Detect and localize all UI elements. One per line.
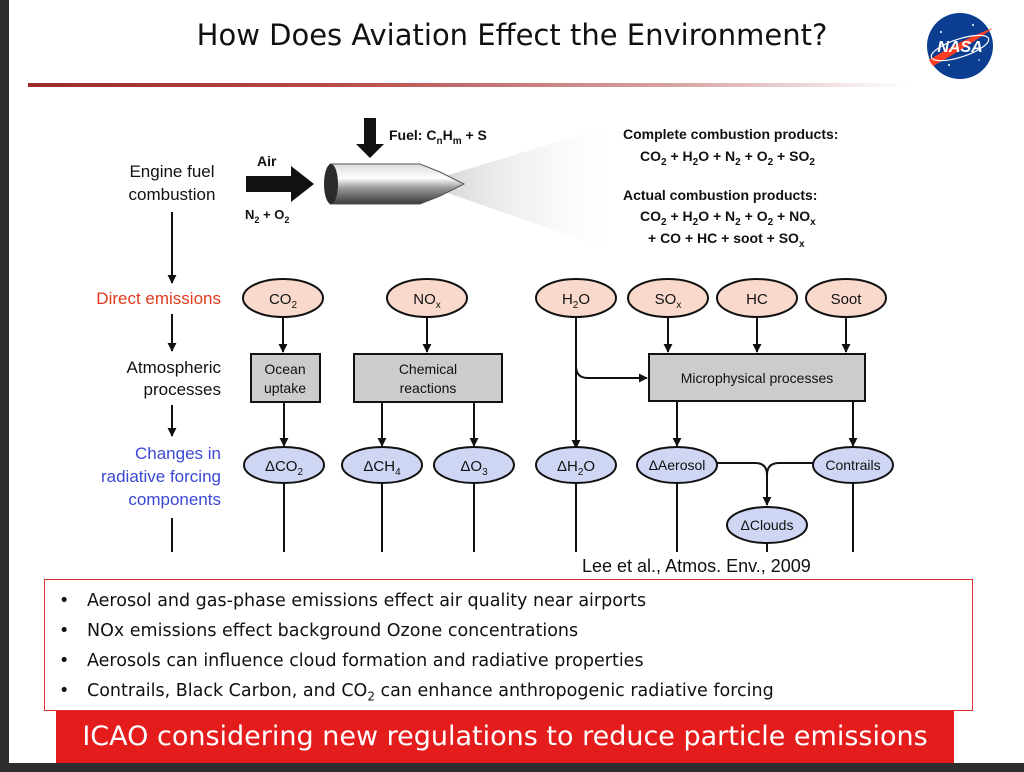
emission-node-nox: NOx [386, 278, 468, 318]
actual-combustion-formula-line1: CO2 + H2O + N2 + O2 + NOx [640, 208, 816, 228]
process-box-microphysical: Microphysical processes [648, 353, 866, 402]
emission-node-hc: HC [716, 278, 798, 318]
svg-text:ΔH2O: ΔH2O [557, 458, 595, 478]
atmospheric-label-line2: processes [144, 380, 221, 399]
svg-text:ΔO3: ΔO3 [460, 458, 488, 478]
emission-node-sox: SOx [627, 278, 709, 318]
emission-node-co2: CO2 [242, 278, 324, 318]
component-node-dclouds: ΔClouds [726, 506, 808, 544]
component-node-contrails: Contrails [812, 446, 894, 484]
process-box-chemical-reactions: Chemical reactions [353, 353, 503, 403]
key-point: •Aerosols can influence cloud formation … [57, 646, 774, 676]
svg-text:Ocean: Ocean [264, 361, 305, 377]
direct-emissions-label: Direct emissions [96, 289, 221, 308]
key-point: •NOx emissions effect background Ozone c… [57, 616, 774, 646]
aviation-effects-diagram: Engine fuel combustion Direct emissions … [96, 118, 894, 552]
left-edge-bar [0, 0, 9, 772]
emission-node-h2o: H2O [535, 278, 617, 318]
svg-text:reactions: reactions [400, 380, 457, 396]
svg-text:Chemical: Chemical [399, 361, 457, 377]
atmospheric-label-line1: Atmospheric [127, 358, 222, 377]
changes-label-line3: components [128, 490, 221, 509]
svg-text:SOx: SOx [655, 291, 682, 311]
key-point: •Contrails, Black Carbon, and CO2 can en… [57, 676, 774, 706]
component-node-daerosol: ΔAerosol [636, 446, 718, 484]
svg-text:Soot: Soot [831, 291, 863, 308]
svg-text:NOx: NOx [413, 291, 441, 311]
svg-text:ΔCH4: ΔCH4 [363, 458, 401, 478]
complete-combustion-formula: CO2 + H2O + N2 + O2 + SO2 [640, 148, 815, 168]
svg-text:HC: HC [746, 291, 768, 308]
nasa-logo-swoosh [929, 28, 993, 66]
actual-combustion-formula-line2: + CO + HC + soot + SOx [648, 230, 805, 250]
bullet-icon: • [59, 591, 70, 611]
key-point: •Aerosol and gas-phase emissions effect … [57, 586, 774, 616]
engine-label-line2: combustion [129, 185, 216, 204]
bottom-edge-bar [0, 763, 1024, 772]
svg-text:ΔClouds: ΔClouds [741, 517, 794, 533]
bullet-icon: • [59, 681, 70, 701]
actual-combustion-heading: Actual combustion products: [623, 187, 817, 203]
key-points-box: •Aerosol and gas-phase emissions effect … [44, 579, 973, 711]
icao-banner: ICAO considering new regulations to redu… [56, 711, 954, 763]
complete-combustion-heading: Complete combustion products: [623, 126, 838, 142]
bullet-icon: • [59, 651, 70, 671]
svg-text:H2O: H2O [562, 291, 590, 311]
title-underline [28, 83, 908, 87]
svg-text:ΔAerosol: ΔAerosol [649, 457, 706, 473]
component-node-do3: ΔO3 [433, 446, 515, 484]
changes-label-line1: Changes in [135, 444, 221, 463]
svg-text:uptake: uptake [264, 380, 306, 396]
air-composition: N2 + O2 [245, 207, 289, 225]
svg-text:Microphysical processes: Microphysical processes [681, 370, 834, 386]
nasa-logo-icon: NASA [927, 13, 993, 79]
emission-node-soot: Soot [805, 278, 887, 318]
process-box-ocean-uptake: Ocean uptake [250, 353, 321, 403]
key-points-list: •Aerosol and gas-phase emissions effect … [57, 586, 774, 706]
slide-title: How Does Aviation Effect the Environment… [196, 18, 828, 52]
changes-label-line2: radiative forcing [101, 467, 221, 486]
svg-text:ΔCO2: ΔCO2 [265, 458, 304, 478]
air-arrow-icon [246, 166, 314, 202]
fuel-arrow-icon [356, 118, 384, 158]
component-node-dco2: ΔCO2 [243, 446, 325, 484]
fuel-label: Fuel: CnHm + S [389, 127, 487, 147]
nasa-logo-text: NASA [937, 39, 982, 56]
engine-label-line1: Engine fuel [129, 162, 214, 181]
bullet-icon: • [59, 621, 70, 641]
citation: Lee et al., Atmos. Env., 2009 [582, 556, 811, 576]
component-node-dch4: ΔCH4 [341, 446, 423, 484]
jet-engine-illustration [324, 126, 610, 250]
svg-text:CO2: CO2 [269, 291, 298, 311]
air-label: Air [257, 153, 277, 169]
exhaust-plume [445, 126, 610, 250]
component-node-dh2o: ΔH2O [535, 446, 617, 484]
svg-text:Contrails: Contrails [825, 457, 880, 473]
